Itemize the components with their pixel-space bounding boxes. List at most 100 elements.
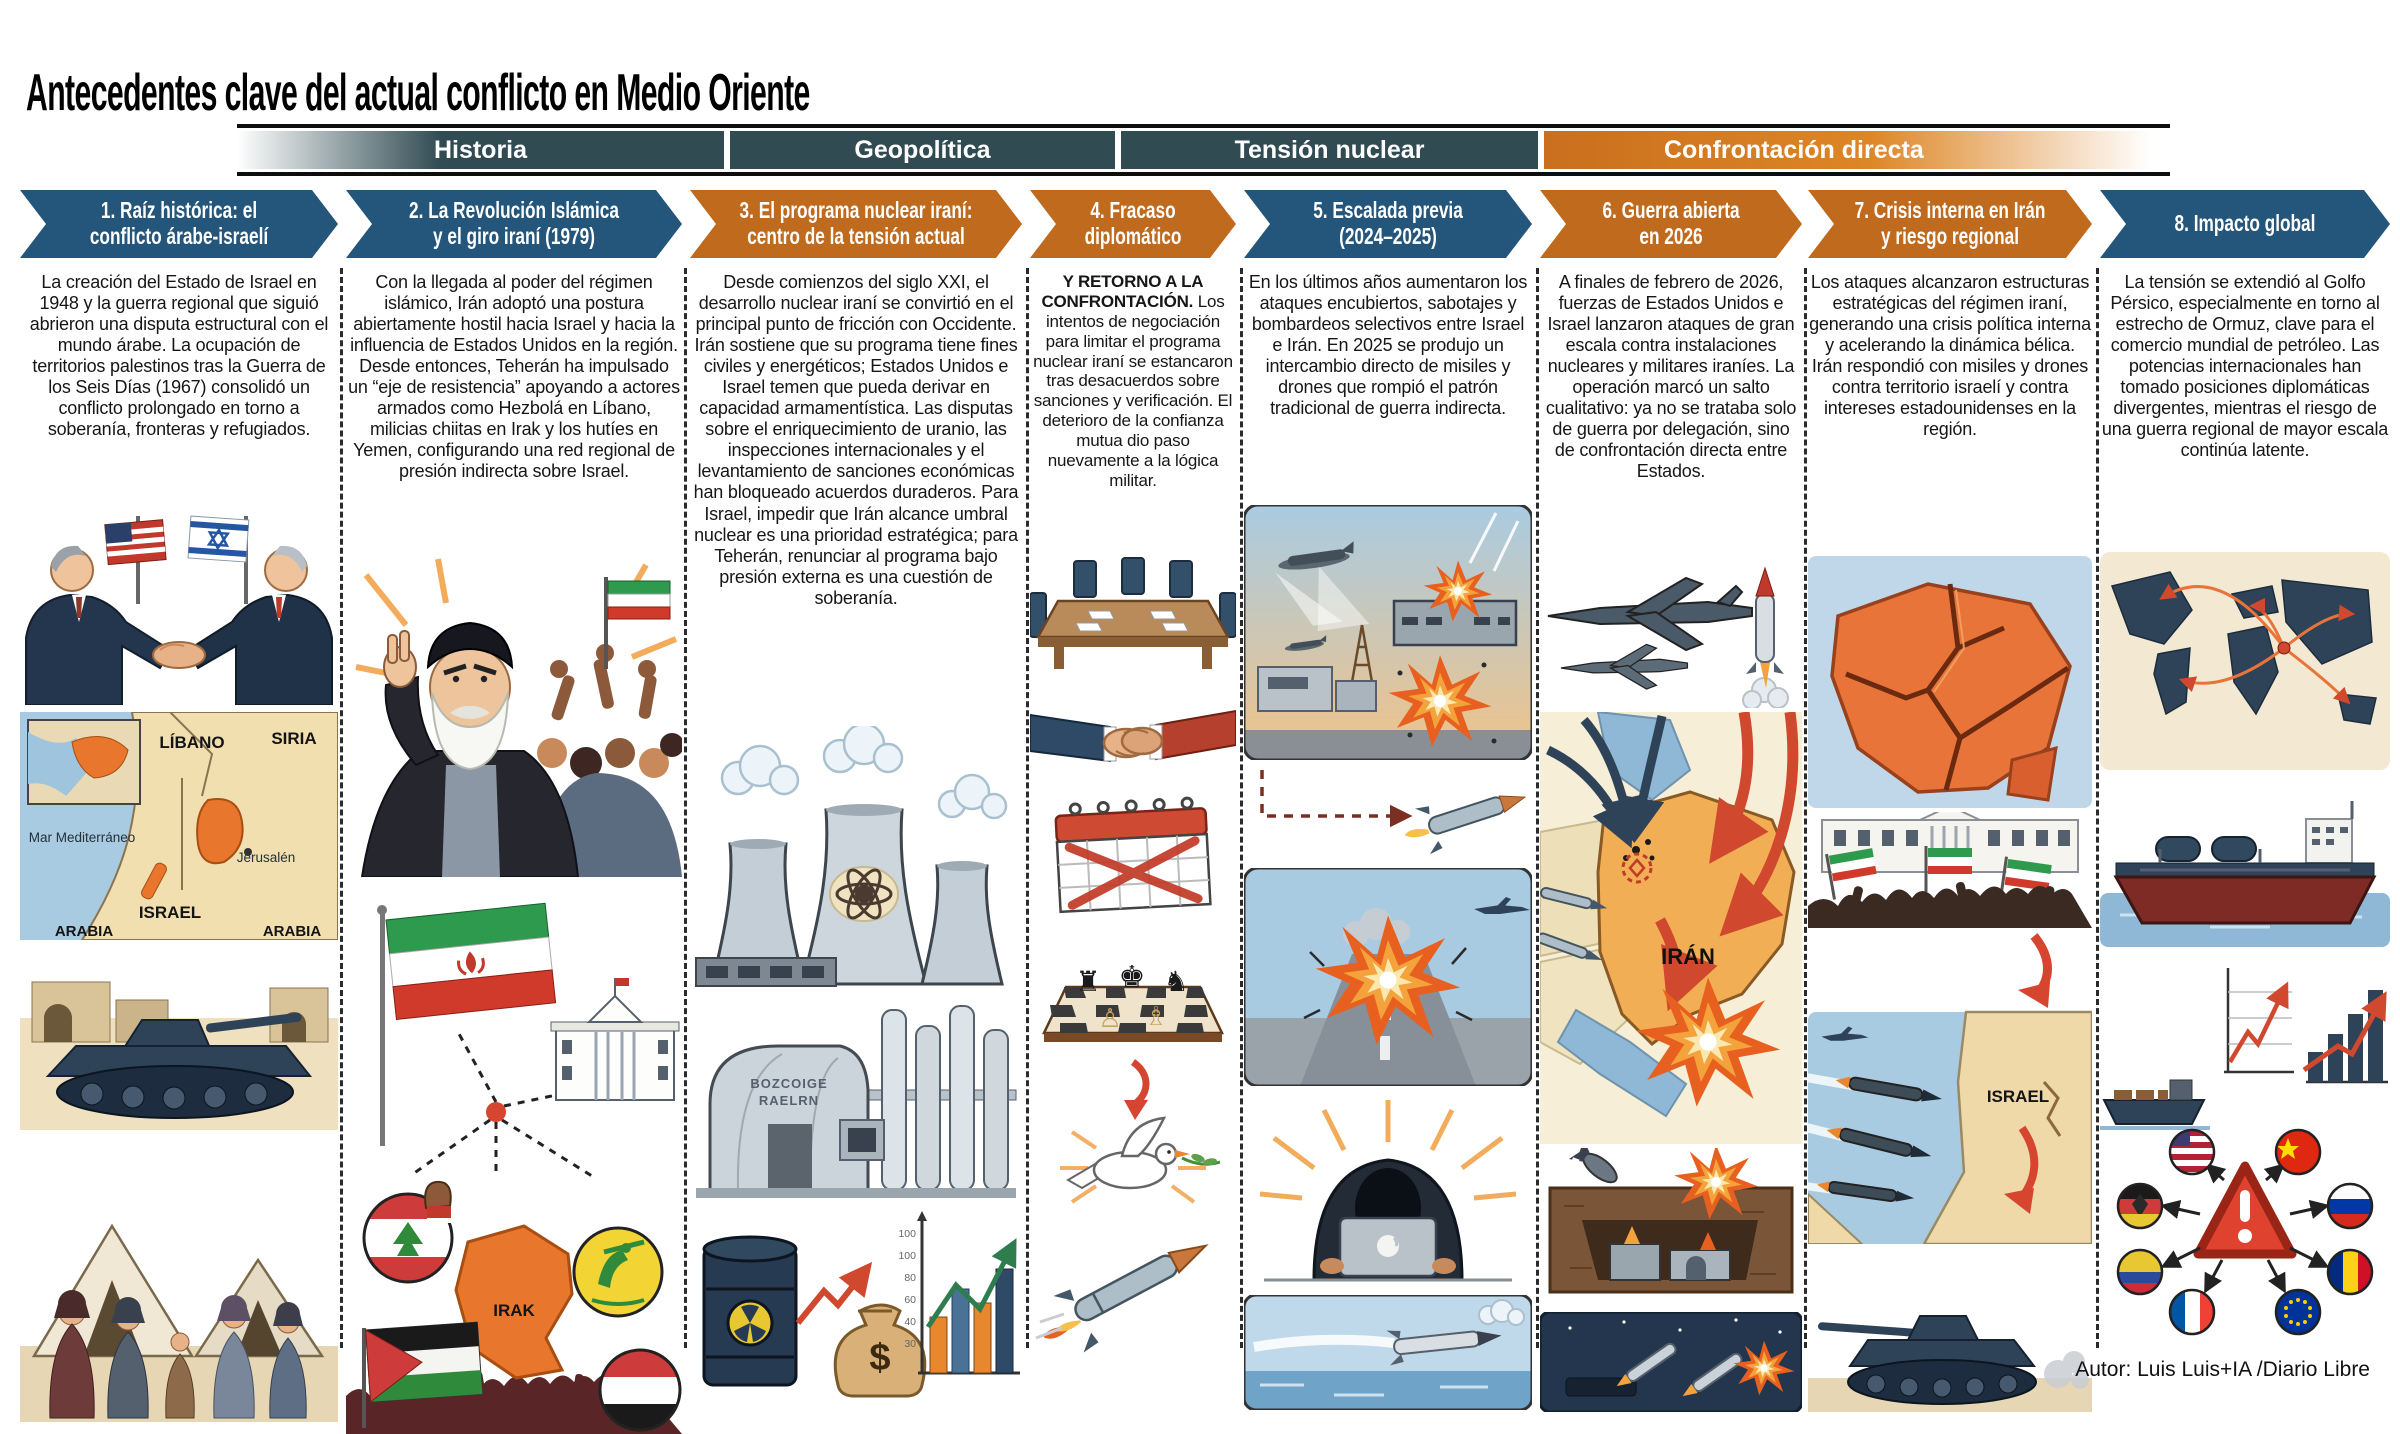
page-title: Antecedentes clave del actual conflicto … bbox=[26, 63, 810, 122]
map-label-siria: SIRIA bbox=[271, 729, 316, 748]
svg-text:♜: ♜ bbox=[1075, 965, 1100, 998]
fighter-jet-icon bbox=[1560, 643, 1689, 690]
china-flag-icon bbox=[2274, 1128, 2322, 1176]
column-separator bbox=[1804, 268, 1807, 1348]
oil-barrel-icon bbox=[702, 1235, 798, 1387]
tank-illustration bbox=[20, 981, 338, 1130]
tehran-protest-illustration bbox=[1808, 812, 2092, 928]
price-rising-arrow-icon bbox=[795, 1261, 873, 1325]
cracks bbox=[1845, 583, 2070, 791]
palestine-flag-icon bbox=[362, 1321, 483, 1428]
sanctions-chart: 100 100 80 60 40 30 bbox=[898, 1211, 1020, 1375]
leader-left bbox=[25, 545, 172, 705]
facility-sign-line1: BOZCOIGE bbox=[750, 1076, 827, 1091]
germany-flag-icon bbox=[2116, 1182, 2164, 1230]
khomeini-figure bbox=[360, 621, 580, 877]
band-geopolitica: Geopolítica bbox=[730, 131, 1115, 169]
atom-icon bbox=[829, 866, 899, 922]
rays bbox=[1060, 1130, 1206, 1204]
hormuz-hub-dot bbox=[2277, 641, 2291, 655]
steam-clouds bbox=[720, 726, 1008, 820]
map-label-arabia: ARABIA bbox=[55, 923, 113, 940]
yemen-flag-icon bbox=[598, 1348, 682, 1432]
iran-flag-icon bbox=[1825, 846, 2052, 903]
israel-flag-icon bbox=[187, 515, 250, 604]
enrichment-facility-illustration: BOZCOIGE RAELRN bbox=[696, 1005, 1017, 1198]
column-2-body: Con la llegada al poder del régimen islá… bbox=[348, 272, 680, 482]
facility-sign-line2: RAELRN bbox=[759, 1093, 819, 1108]
money-bag-icon: $ bbox=[833, 1303, 927, 1398]
map-label-israel-target: ISRAEL bbox=[1987, 1087, 2049, 1106]
svg-text:♙: ♙ bbox=[1098, 1004, 1121, 1034]
column-separator bbox=[1026, 268, 1029, 1348]
column-6-body: A finales de febrero de 2026, fuerzas de… bbox=[1545, 272, 1797, 482]
column-6-header-banner: 6. Guerra abierta en 2026 bbox=[1540, 190, 1802, 258]
crossed-calendar-icon bbox=[1054, 796, 1212, 914]
runway-strike-panel bbox=[1244, 868, 1532, 1086]
tank-response-illustration bbox=[1808, 1315, 2092, 1412]
column-4: 4. Fracaso diplomático Y RETORNO A LA CO… bbox=[1030, 0, 1236, 1434]
levant-map-illustration: LÍBANO SIRIA Mar Mediterráneo Jerusalén … bbox=[20, 712, 338, 940]
cargo-ship-icon bbox=[2100, 1079, 2210, 1130]
france-flag-icon bbox=[2168, 1288, 2216, 1336]
missile-exchange-link bbox=[1260, 770, 1527, 855]
romania-flag-icon bbox=[2326, 1248, 2374, 1296]
cyberattack-illustration bbox=[1259, 1100, 1517, 1282]
column-8: 8. Impacto global La tensión se extendió… bbox=[2100, 0, 2390, 1434]
tanker-ship bbox=[2113, 801, 2377, 925]
map-label-jerusalen: Jerusalén bbox=[237, 850, 296, 865]
diagram-arrows bbox=[2160, 1163, 2330, 1294]
map-label-mediterraneo: Mar Mediterráneo bbox=[29, 830, 136, 845]
oil-price-line-chart bbox=[2224, 968, 2294, 1074]
alert-triangle-icon bbox=[2193, 1161, 2297, 1259]
markets-bar-chart bbox=[2302, 990, 2388, 1084]
map-label-israel: ISRAEL bbox=[139, 903, 201, 922]
svg-text:$: $ bbox=[869, 1337, 890, 1379]
column-4-body-lead: Y RETORNO A LA CONFRONTACIÓN. bbox=[1041, 272, 1204, 311]
missile-icon bbox=[1035, 1244, 1209, 1353]
usa-flag-icon bbox=[2168, 1128, 2216, 1176]
leader-right bbox=[186, 545, 333, 705]
missile-icon bbox=[1386, 1330, 1502, 1366]
column-separator bbox=[684, 268, 687, 1348]
map-label-libano: LÍBANO bbox=[159, 733, 224, 752]
persian-gulf bbox=[1556, 1008, 1688, 1118]
iran-strike-map-illustration: IRÁN bbox=[1540, 712, 1802, 1144]
underground-bunker bbox=[1609, 1226, 1731, 1281]
column-separator bbox=[340, 268, 343, 1348]
airstrike-jets-illustration bbox=[1547, 566, 1789, 708]
centrifuge-cylinders bbox=[881, 1005, 1009, 1191]
dove-icon bbox=[1066, 1116, 1221, 1190]
column-2-header-banner: 2. La Revolución Islámica y el giro iran… bbox=[346, 190, 682, 258]
iraq-map-icon: IRAK bbox=[454, 1224, 574, 1380]
eu-flag-icon bbox=[2274, 1288, 2322, 1336]
red-down-arrow-icon bbox=[1130, 1059, 1150, 1107]
svg-text:100: 100 bbox=[898, 1250, 916, 1262]
tank-icon bbox=[45, 1012, 313, 1119]
svg-text:100: 100 bbox=[898, 1228, 916, 1240]
column-7-header: 7. Crisis interna en Irán y riesgo regio… bbox=[1854, 197, 2046, 249]
svg-text:♚: ♚ bbox=[1119, 960, 1146, 995]
enrichment-hangar: BOZCOIGE RAELRN bbox=[708, 1044, 870, 1192]
negotiation-table-illustration bbox=[1030, 557, 1236, 669]
islamic-revolution-illustration bbox=[355, 558, 682, 877]
peace-dove-illustration bbox=[1060, 1059, 1221, 1204]
column-6: 6. Guerra abierta en 2026 A finales de f… bbox=[1540, 0, 1802, 1434]
nuclear-plant-illustration bbox=[695, 726, 1008, 987]
israel-missiles-map-illustration: ISRAEL bbox=[1808, 933, 2092, 1244]
world-powers-alert-diagram bbox=[2116, 1128, 2374, 1336]
target-reticle-icon bbox=[1621, 852, 1653, 884]
protest-fist-icon bbox=[424, 1180, 452, 1223]
network-hub-dot bbox=[486, 1102, 506, 1122]
svg-text:80: 80 bbox=[904, 1272, 916, 1284]
column-2: 2. La Revolución Islámica y el giro iran… bbox=[346, 0, 682, 1434]
category-band: Historia Geopolítica Tensión nuclear Con… bbox=[237, 124, 2170, 176]
svg-text:♞: ♞ bbox=[1163, 965, 1188, 998]
proxy-network-illustration bbox=[377, 902, 680, 1178]
map-label-arabia: ARABIA bbox=[263, 923, 321, 940]
band-confrontacion-directa-label: Confrontación directa bbox=[1664, 135, 1924, 164]
column-6-header: 6. Guerra abierta en 2026 bbox=[1602, 197, 1740, 249]
russia-flag-icon bbox=[2326, 1182, 2374, 1230]
column-5-header: 5. Escalada previa (2024–2025) bbox=[1313, 197, 1463, 249]
